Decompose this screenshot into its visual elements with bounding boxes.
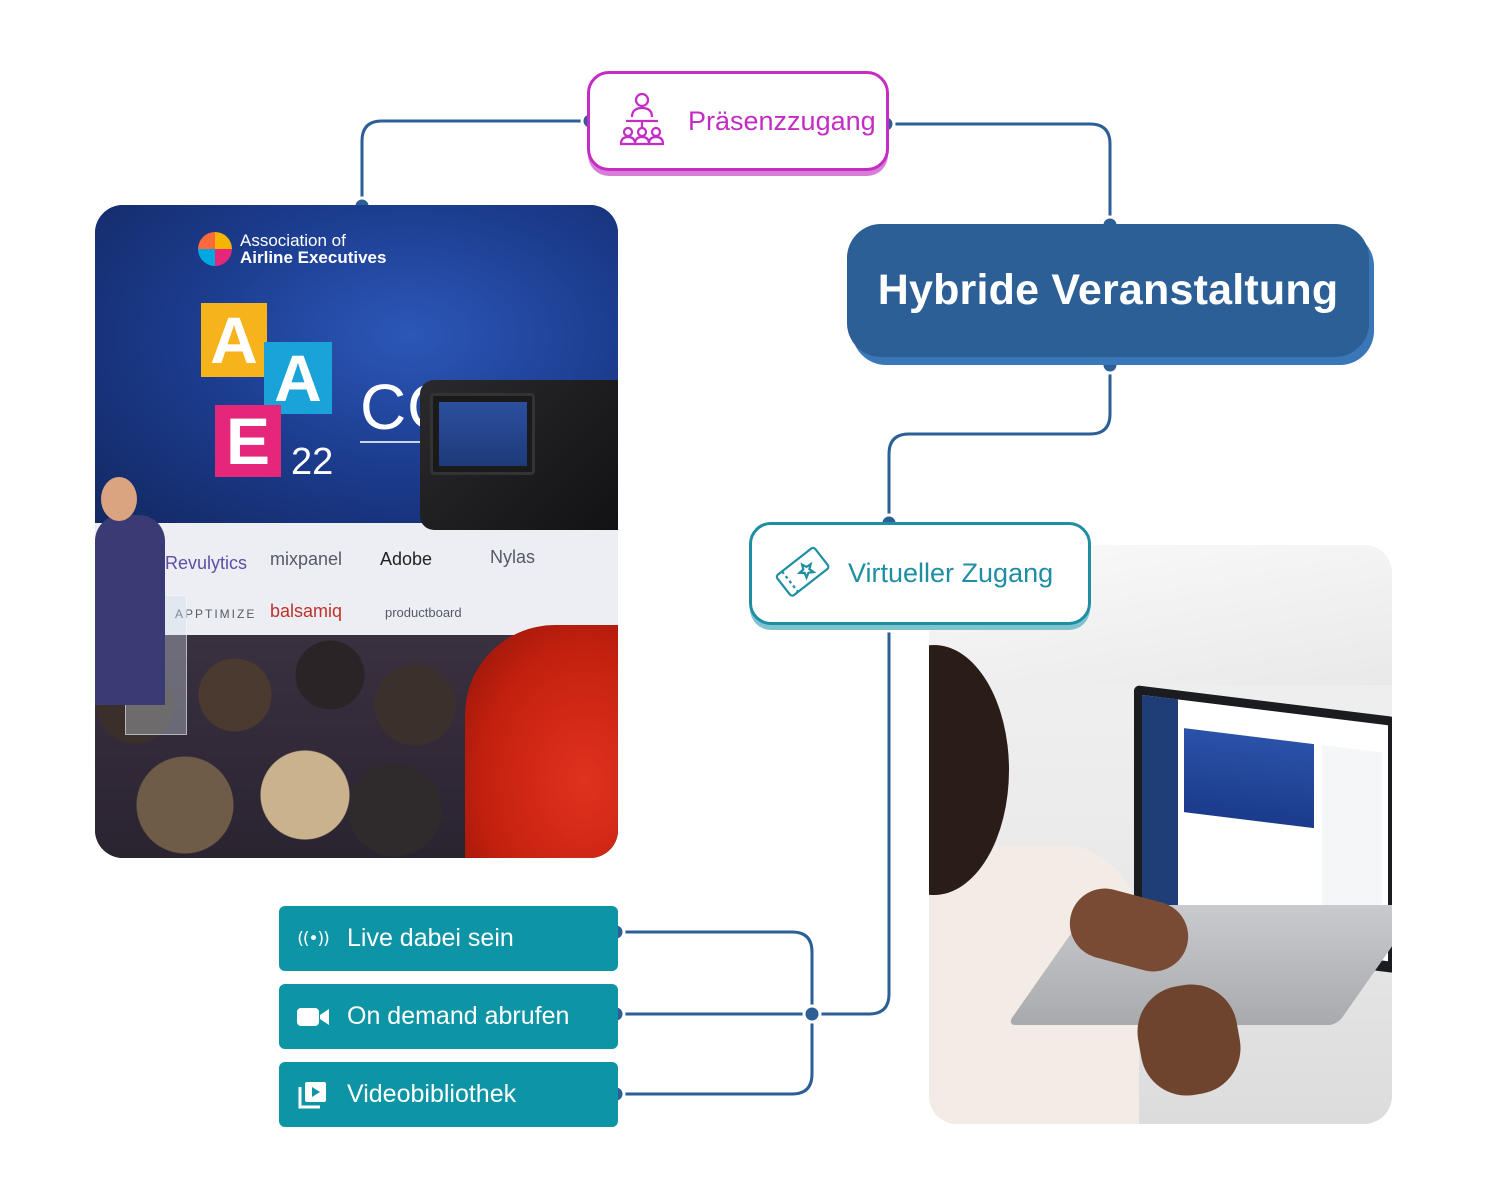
node-praesenzzugang-label: Präsenzzugang bbox=[688, 105, 876, 136]
feature-videobibliothek: Videobibliothek bbox=[279, 1062, 618, 1127]
sponsor-logo: Adobe bbox=[380, 549, 433, 569]
laptop-virtual-event-photo bbox=[929, 545, 1392, 1124]
sponsor-logo: balsamiq bbox=[270, 601, 343, 621]
feature-label: On demand abrufen bbox=[347, 1002, 570, 1030]
audience-presenter-icon bbox=[614, 91, 670, 152]
logo-tile-e: E bbox=[215, 405, 281, 477]
node-virtuell-label: Virtueller Zugang bbox=[848, 558, 1054, 588]
feature-on-demand-abrufen: On demand abrufen bbox=[279, 984, 618, 1049]
connector-praesenz-to-hybride bbox=[886, 122, 1112, 225]
node-praesenzzugang: Präsenzzugang bbox=[587, 71, 889, 171]
camera-viewfinder bbox=[430, 393, 535, 475]
logo-tile-a2: A bbox=[264, 342, 332, 414]
camera-operator bbox=[465, 625, 618, 858]
speaker-head bbox=[101, 477, 137, 521]
feature-live-dabei-sein: ((•)) Live dabei sein bbox=[279, 906, 618, 971]
broadcast-icon: ((•)) bbox=[293, 929, 333, 949]
broadcast-icon-glyph: ((•)) bbox=[297, 928, 330, 949]
connector-dot bbox=[1100, 355, 1120, 375]
video-camera-icon bbox=[293, 1006, 333, 1028]
connector-virtuell-to-features bbox=[812, 623, 891, 1016]
viewfinder-screen bbox=[439, 402, 527, 466]
sponsor-logo: Nylas bbox=[490, 547, 536, 567]
association-line1: Association of bbox=[240, 231, 346, 250]
association-logo: Association of Airline Executives bbox=[198, 232, 386, 266]
speaker-body bbox=[95, 515, 165, 705]
ticket-icon bbox=[772, 541, 832, 606]
logo-tile-a1: A bbox=[201, 303, 267, 377]
sponsor-logo: productboard bbox=[385, 605, 462, 620]
feature-label: Live dabei sein bbox=[347, 924, 514, 952]
feature-label: Videobibliothek bbox=[347, 1080, 517, 1108]
association-line2: Airline Executives bbox=[240, 248, 387, 267]
platform-video bbox=[1184, 728, 1314, 829]
node-virtueller-zugang: Virtueller Zugang bbox=[749, 522, 1091, 625]
node-hybride-veranstaltung: Hybride Veranstaltung bbox=[847, 224, 1369, 357]
connector-dot bbox=[802, 1004, 822, 1024]
sponsor-logo: Revulytics bbox=[165, 553, 248, 573]
association-logo-mark bbox=[198, 232, 232, 266]
sponsor-wall: Revulytics mixpanel Adobe Nylas APPTIMIZ… bbox=[95, 523, 618, 641]
conference-stage-photo: Association of Airline Executives A A E … bbox=[95, 205, 618, 858]
connector-hybride-to-virtuell bbox=[887, 365, 1112, 523]
conference-rule bbox=[360, 441, 450, 443]
connector-praesenz-to-photo bbox=[360, 119, 590, 206]
sponsor-logo: mixpanel bbox=[270, 549, 343, 569]
conference-year: 22 bbox=[291, 441, 334, 483]
video-library-icon bbox=[293, 1079, 333, 1111]
sponsor-logo: APPTIMIZE bbox=[175, 607, 257, 621]
node-hybride-label: Hybride Veranstaltung bbox=[877, 266, 1339, 314]
